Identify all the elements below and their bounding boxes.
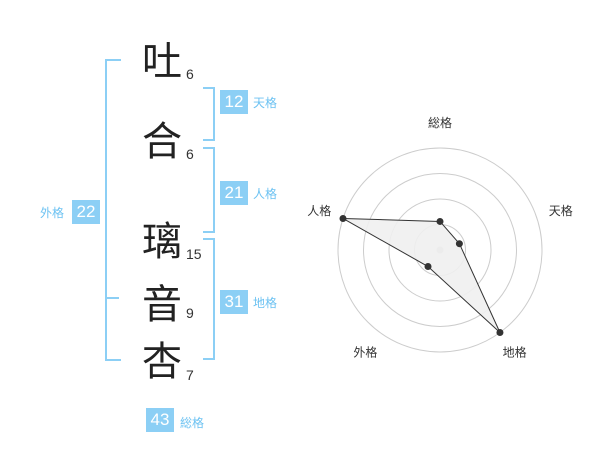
- gaikaku-bracket: [105, 59, 121, 361]
- name-char-2: 合: [142, 119, 182, 165]
- gaikaku-label: 外格: [40, 206, 65, 220]
- stroke-count-4: 9: [186, 305, 194, 321]
- jinkaku-value: 21: [220, 181, 248, 205]
- radar-data-point: [339, 214, 347, 222]
- radar-grid-ring: [388, 198, 492, 302]
- name-char-5: 杏: [142, 339, 182, 385]
- chikaku-value: 31: [220, 290, 248, 314]
- radar-data-point: [424, 263, 432, 271]
- radar-axis-label: 天格: [549, 203, 573, 218]
- stroke-count-1: 6: [186, 66, 194, 82]
- radar-data-point: [455, 240, 463, 248]
- tenkaku-value: 12: [220, 90, 248, 114]
- radar-grid-ring: [363, 173, 517, 327]
- jinkaku-label: 人格: [253, 187, 278, 201]
- radar-axis-label: 外格: [353, 345, 377, 360]
- radar-grid-ring: [337, 147, 543, 353]
- tenkaku-bracket: [203, 87, 215, 141]
- soukaku-value: 43: [146, 408, 174, 432]
- radar-axis-label: 地格: [503, 345, 527, 360]
- name-char-3: 璃: [142, 219, 182, 265]
- radar-data-point: [436, 217, 444, 225]
- stroke-count-2: 6: [186, 146, 194, 162]
- gaikaku-bracket-tick: [105, 297, 119, 299]
- name-char-1: 吐: [142, 39, 182, 85]
- stroke-count-3: 15: [186, 246, 202, 262]
- radar-data-area: [342, 217, 501, 333]
- chikaku-bracket: [203, 238, 215, 360]
- chikaku-label: 地格: [253, 296, 278, 310]
- radar-axis-label: 総格: [428, 115, 452, 130]
- tenkaku-label: 天格: [253, 96, 278, 110]
- soukaku-label: 総格: [180, 416, 205, 430]
- radar-axis-label: 人格: [307, 203, 331, 218]
- stroke-count-5: 7: [186, 367, 194, 383]
- radar-data-point: [496, 329, 504, 337]
- gaikaku-value: 22: [72, 200, 100, 224]
- name-char-4: 音: [142, 282, 182, 328]
- jinkaku-bracket: [203, 147, 215, 233]
